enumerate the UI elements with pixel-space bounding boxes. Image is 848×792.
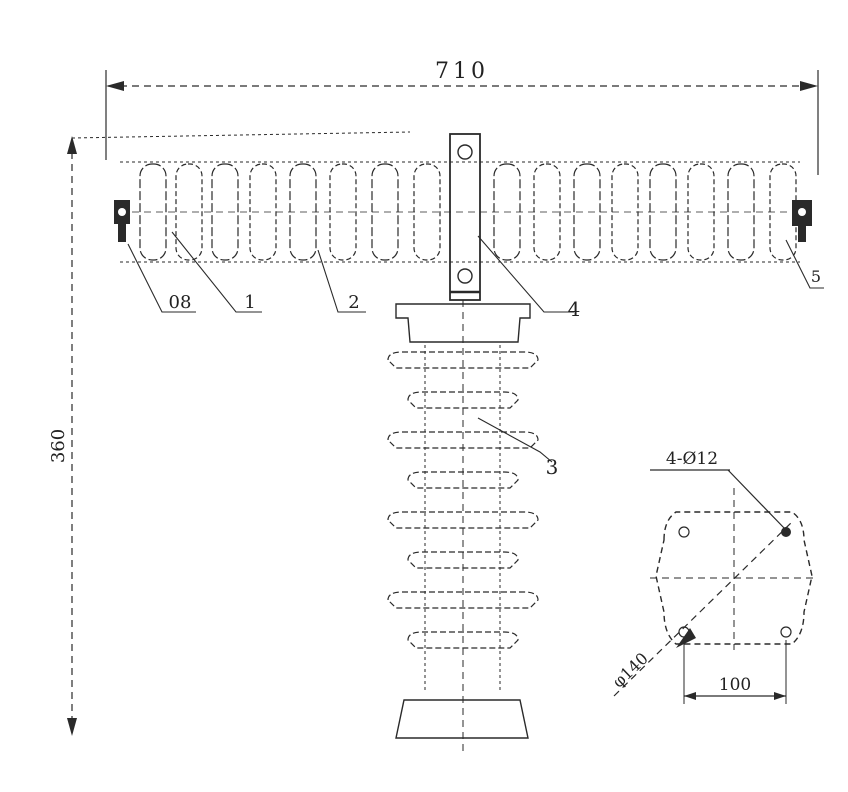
shed [139, 163, 167, 261]
post-shed [387, 351, 539, 369]
flange-detail: φ140 4-Ø12 100 [609, 449, 818, 704]
callout-2: 2 [348, 292, 359, 313]
shed [211, 163, 239, 261]
callout-4: 4 [568, 297, 581, 321]
callout-leaders [127, 231, 824, 463]
post-shed [407, 391, 519, 409]
bolt-hole-top-right [781, 527, 791, 537]
post-shed [407, 631, 519, 649]
shed [493, 163, 521, 261]
post-shed [387, 591, 539, 609]
shed [533, 163, 561, 261]
arrow-right-icon [800, 81, 818, 91]
dimension-height: 360 [48, 131, 411, 736]
horizontal-insulator [120, 161, 810, 263]
shed [573, 163, 601, 261]
post-shed [387, 431, 539, 449]
shed [329, 163, 357, 261]
arrow-down-icon [67, 718, 77, 736]
shed-group [139, 163, 797, 261]
shed [289, 163, 317, 261]
arrow-left-icon [106, 81, 124, 91]
dimension-length-label: 710 [435, 59, 489, 84]
shed [413, 163, 441, 261]
arrow-up-icon [67, 136, 77, 154]
left-end-fitting [114, 200, 130, 242]
dimension-length: 710 [105, 59, 819, 175]
circle-diameter-label: φ140 [609, 649, 652, 692]
bolt-hole-bottom-right [780, 626, 792, 638]
shed [175, 163, 203, 261]
bolt-hole-top-left [678, 526, 690, 538]
shed [687, 163, 715, 261]
post-shed-group [387, 351, 539, 649]
arrow-diameter-icon [676, 628, 696, 648]
callout-3: 3 [546, 455, 559, 479]
shed [371, 163, 399, 261]
post-insulator [387, 300, 539, 755]
shed [611, 163, 639, 261]
dimension-height-label: 360 [48, 429, 69, 463]
post-shed [407, 551, 519, 569]
callout-08: 08 [169, 292, 192, 313]
arrow-spacing-right-icon [774, 692, 786, 700]
right-end-fitting [792, 200, 812, 242]
arrow-spacing-left-icon [684, 692, 696, 700]
shed [649, 163, 677, 261]
bolt-holes-label: 4-Ø12 [666, 449, 718, 469]
callout-5: 5 [811, 267, 821, 286]
center-clamp [449, 133, 481, 301]
hole-spacing-label: 100 [719, 675, 751, 695]
shed [249, 163, 277, 261]
callout-1: 1 [244, 292, 255, 313]
post-shed [387, 511, 539, 529]
post-shed [407, 471, 519, 489]
shed [727, 163, 755, 261]
